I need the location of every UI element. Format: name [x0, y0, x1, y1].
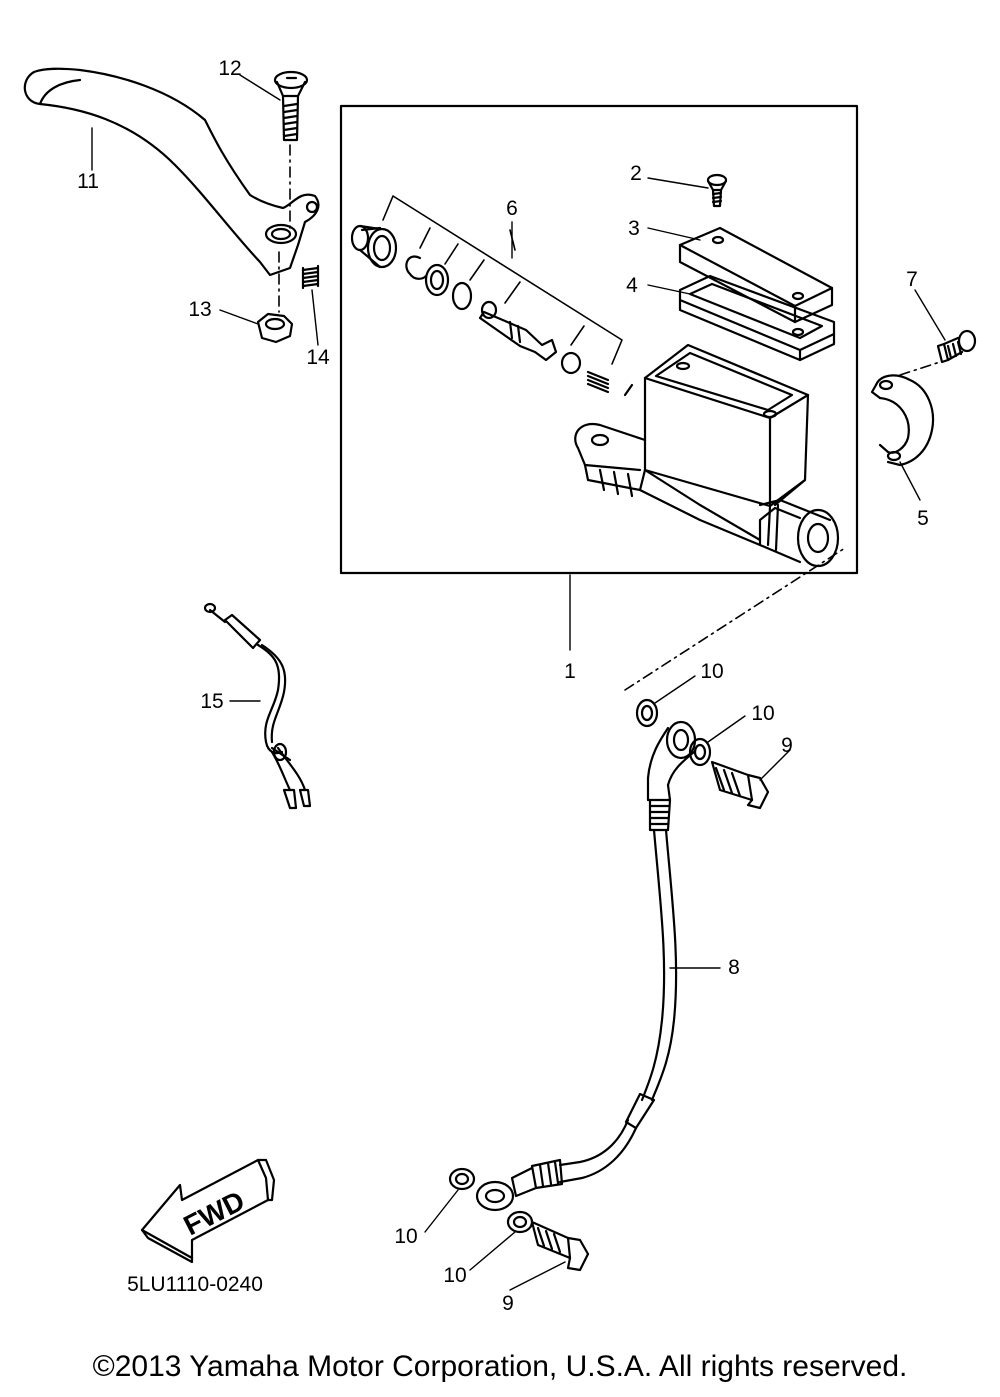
callout-numbers: 1 2 3 4 5 6 7 8 9 9 10 10 10 10 11 12 13…: [77, 57, 929, 1315]
diagram-code: 5LU1110-0240: [127, 1273, 263, 1296]
callout-2: 2: [630, 162, 642, 185]
callout-10-d: 10: [443, 1264, 466, 1287]
forward-direction-arrow: FWD: [140, 1158, 276, 1264]
callout-13: 13: [188, 298, 211, 321]
copyright-notice: ©2013 Yamaha Motor Corporation, U.S.A. A…: [92, 1350, 908, 1383]
fwd-label: FWD: [179, 1185, 250, 1242]
callout-9-bottom: 9: [502, 1292, 514, 1315]
callout-8: 8: [728, 956, 740, 979]
callout-10-a: 10: [700, 660, 723, 683]
callout-6: 6: [506, 197, 518, 220]
callout-4: 4: [626, 274, 638, 297]
reservoir-diaphragm: [678, 274, 836, 362]
callout-15: 15: [200, 690, 223, 713]
callout-10-b: 10: [751, 702, 774, 725]
callout-9-top: 9: [781, 734, 793, 757]
copper-washers: [448, 698, 712, 1234]
master-cylinder-assembly-box: [339, 104, 859, 575]
brake-light-switch: [203, 602, 312, 810]
piston-kit-bracket: [382, 195, 623, 365]
callout-7: 7: [906, 268, 918, 291]
master-cylinder-body: [574, 343, 840, 568]
callout-leader-lines: [91, 74, 946, 1291]
cap-screw: [706, 173, 728, 208]
callout-12: 12: [218, 57, 241, 80]
assembly-centerlines: [278, 144, 941, 691]
union-bolts: [530, 760, 770, 1272]
callout-10-c: 10: [394, 1225, 417, 1248]
brake-hose: [475, 720, 697, 1212]
lever-spring: [301, 264, 320, 290]
callout-3: 3: [628, 217, 640, 240]
callout-1: 1: [564, 660, 576, 683]
piston-kit-parts: [350, 224, 610, 394]
callout-11: 11: [77, 170, 99, 193]
callout-5: 5: [917, 507, 929, 530]
callout-14: 14: [306, 346, 330, 369]
holder-bolt: [936, 329, 977, 364]
lever-nut: [256, 312, 294, 344]
handlebar-holder: [870, 374, 935, 467]
brake-lever: [23, 67, 320, 277]
reservoir-cap: [678, 226, 834, 324]
pivot-bolt: [273, 70, 309, 142]
